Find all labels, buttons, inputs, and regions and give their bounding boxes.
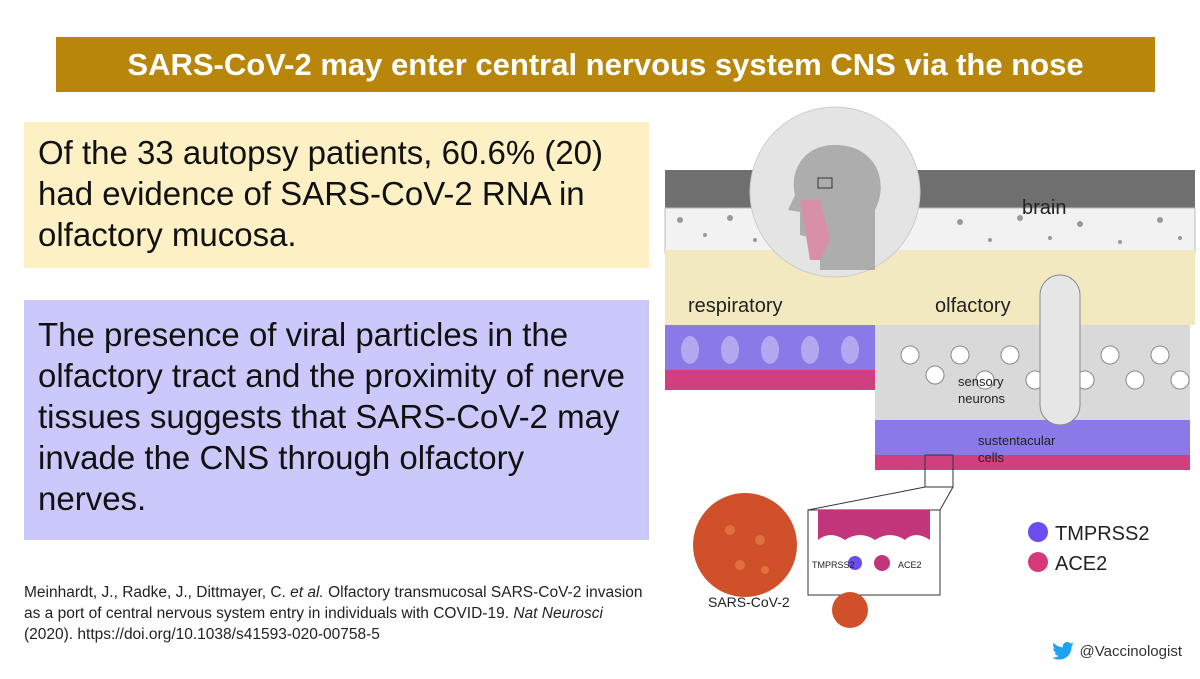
legend-ace2-label: ACE2 — [1055, 553, 1107, 575]
inset-membrane — [818, 510, 930, 540]
finding-box: Of the 33 autopsy patients, 60.6% (20) h… — [24, 122, 649, 268]
nasal-cavity — [800, 200, 830, 260]
legend-tmprss2-swatch — [1028, 522, 1048, 542]
legend-tmprss2-label: TMPRSS2 — [1055, 523, 1149, 545]
bone-dots — [677, 215, 1182, 244]
citation-authors: Meinhardt, J., Radke, J., Dittmayer, C. — [24, 584, 291, 601]
inset-marker — [924, 454, 954, 488]
legend-ace2-swatch — [1028, 552, 1048, 572]
virus-icon — [693, 493, 797, 597]
skull-layer — [665, 170, 1195, 210]
olfactory-diagram: brain respiratory olfactory sensory neur… — [664, 106, 1196, 628]
bone-layer — [664, 207, 1196, 254]
lamina-layer — [665, 250, 1195, 325]
head-silhouette — [788, 145, 881, 270]
inset-label-tmprss2: TMPRSS2 — [812, 560, 855, 570]
citation-etal: et al. — [290, 584, 324, 601]
citation-journal: Nat Neurosci — [513, 605, 603, 622]
zoom-line-right — [939, 486, 954, 511]
olfactory-gland — [1039, 274, 1081, 426]
label-sensory: sensory — [958, 374, 1004, 389]
inset-ace2-receptor — [874, 555, 890, 571]
label-respiratory: respiratory — [688, 295, 782, 317]
olfactory-ace2-band — [875, 455, 1190, 470]
zoom-box — [817, 177, 833, 189]
label-neurons: neurons — [958, 391, 1005, 406]
twitter-bird-icon — [1051, 642, 1074, 660]
slide-title: SARS-CoV-2 may enter central nervous sys… — [56, 37, 1155, 92]
label-brain: brain — [1022, 197, 1066, 219]
inset-label-ace2: ACE2 — [898, 560, 922, 570]
sustentacular-layer — [875, 420, 1190, 460]
citation-text: Olfactory transmucosal SARS-CoV-2 invasi… — [24, 584, 643, 622]
respiratory-ace2-band — [665, 370, 895, 390]
label-sustentacular: sustentacular — [978, 433, 1056, 448]
handle-text: @Vaccinologist — [1079, 642, 1183, 660]
zoom-line-left — [807, 486, 926, 511]
citation-rest: (2020). https://doi.org/10.1038/s41593-0… — [24, 626, 380, 643]
conclusion-box: The presence of viral particles in the o… — [24, 300, 649, 540]
respiratory-cells — [681, 336, 859, 364]
label-cells: cells — [978, 450, 1005, 465]
twitter-handle: @Vaccinologist — [1051, 642, 1183, 660]
inset-tmprss2-receptor — [848, 556, 862, 570]
label-olfactory: olfactory — [935, 295, 1011, 317]
label-virus: SARS-CoV-2 — [708, 594, 790, 610]
citation: Meinhardt, J., Radke, J., Dittmayer, C. … — [24, 582, 654, 645]
inset-virus — [832, 592, 868, 628]
